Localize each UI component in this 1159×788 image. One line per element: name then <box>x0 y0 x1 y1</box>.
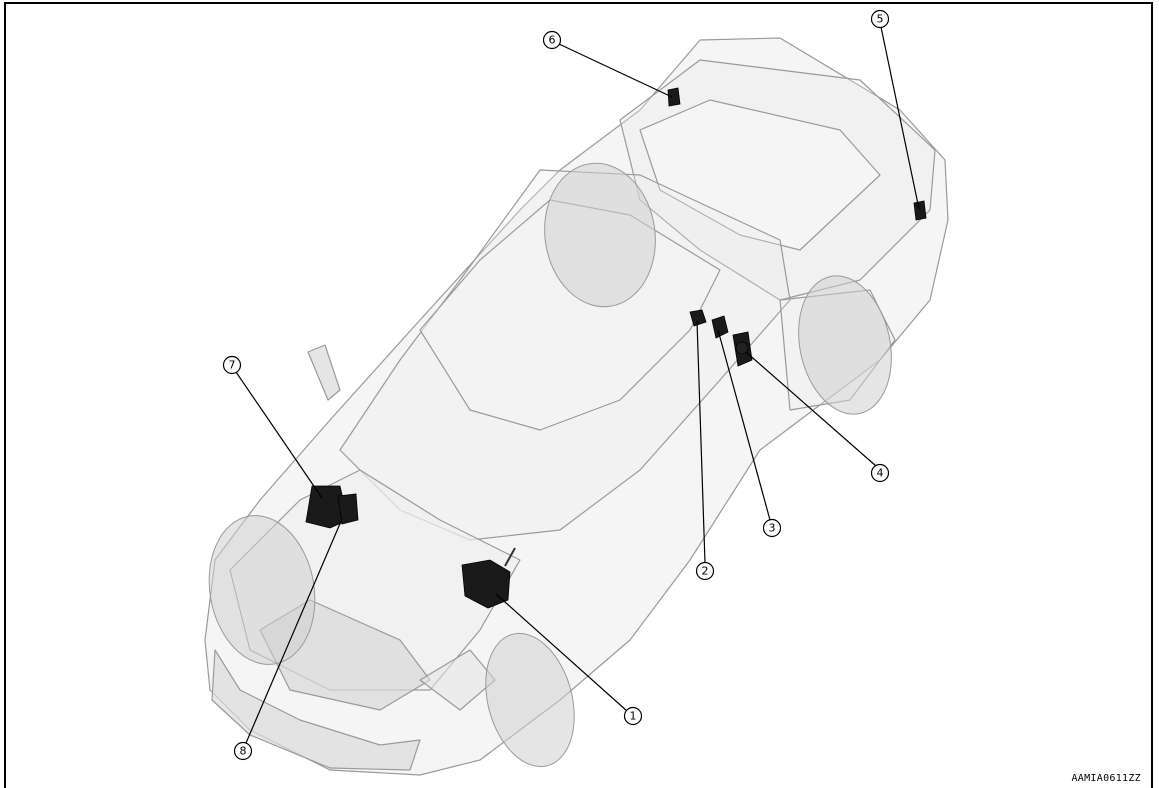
callout-8: 8 <box>233 741 253 761</box>
leader-6 <box>558 43 673 98</box>
component-6-unit <box>667 87 681 107</box>
rear-left-wheel <box>544 162 656 308</box>
callout-3-number: 3 <box>769 522 776 535</box>
component-5-unit <box>913 200 927 221</box>
callout-2: 2 <box>695 561 715 581</box>
leader-2 <box>696 320 706 564</box>
front-right-wheel <box>485 632 575 768</box>
wheels <box>208 162 892 768</box>
component-8-unit <box>337 493 359 525</box>
callout-7: 7 <box>222 355 242 375</box>
callout-1: 1 <box>623 706 643 726</box>
leader-3 <box>717 329 771 521</box>
rear-right-wheel <box>798 275 892 415</box>
callout-6-number: 6 <box>549 34 556 47</box>
callout-7-number: 7 <box>229 359 236 372</box>
bed-floor <box>639 99 881 251</box>
callout-8-number: 8 <box>240 745 247 758</box>
leader-8 <box>245 518 343 744</box>
leader-1 <box>495 593 628 712</box>
callout-6: 6 <box>542 30 562 50</box>
front-bumper <box>211 649 421 771</box>
leader-lines <box>235 26 920 744</box>
callout-4-number: 4 <box>877 467 884 480</box>
callout-2-number: 2 <box>702 565 709 578</box>
callout-3: 3 <box>762 518 782 538</box>
component-7-unit <box>305 485 349 529</box>
component-2-unit <box>689 309 707 327</box>
side-mirror <box>307 344 341 401</box>
component-3-unit <box>711 315 729 339</box>
callout-1-number: 1 <box>630 710 637 723</box>
callouts: 1 2 3 4 5 6 7 <box>222 9 890 761</box>
callout-4: 4 <box>870 463 890 483</box>
leader-7 <box>235 371 323 499</box>
leader-4 <box>745 351 877 467</box>
leader-5 <box>880 26 920 210</box>
callout-5-number: 5 <box>877 13 884 26</box>
front-left-wheel <box>208 515 316 665</box>
callout-5: 5 <box>870 9 890 29</box>
figure-code: AAMIA0611ZZ <box>1071 773 1141 784</box>
